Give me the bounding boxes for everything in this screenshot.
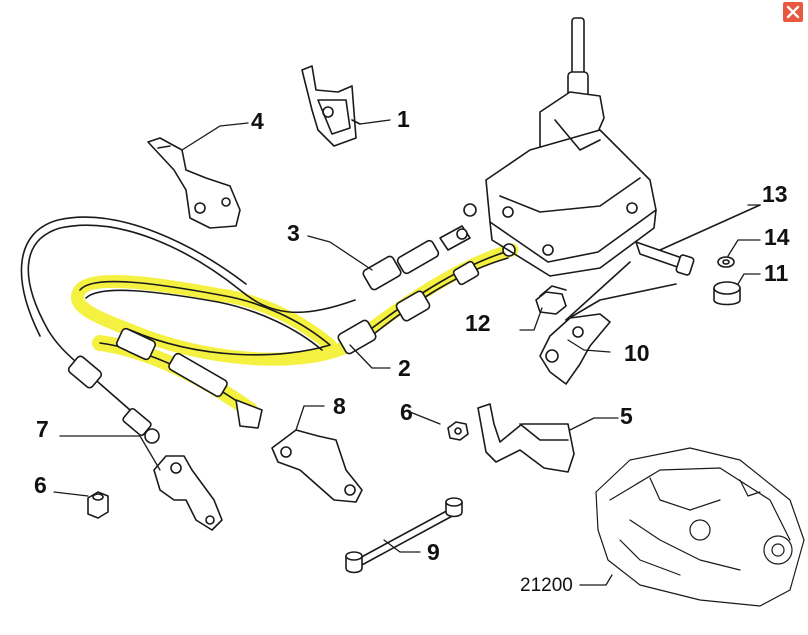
part-7-bracket bbox=[153, 455, 223, 531]
part-9-link-rod bbox=[345, 497, 463, 574]
part-8-plate bbox=[271, 429, 363, 503]
callout-14: 14 bbox=[764, 224, 790, 250]
part-12-clip bbox=[535, 285, 567, 315]
gear-shifter-assembly bbox=[463, 17, 657, 277]
callout-5: 5 bbox=[620, 403, 633, 429]
part-11-bushing bbox=[713, 281, 741, 306]
part-2-cable bbox=[79, 243, 516, 429]
callout-9: 9 bbox=[427, 539, 440, 565]
callout-6a: 6 bbox=[400, 399, 413, 425]
callout-3: 3 bbox=[287, 220, 300, 246]
close-icon bbox=[786, 5, 800, 19]
part-6-nut-a bbox=[447, 421, 469, 441]
part-14-washer bbox=[717, 256, 735, 268]
close-button[interactable] bbox=[783, 2, 803, 22]
callout-21200: 21200 bbox=[520, 575, 573, 596]
part-1-bracket bbox=[301, 65, 361, 147]
callout-1: 1 bbox=[397, 106, 410, 132]
callout-12: 12 bbox=[465, 310, 491, 336]
callout-7: 7 bbox=[36, 416, 49, 442]
callout-10: 10 bbox=[624, 340, 650, 366]
callout-2: 2 bbox=[398, 355, 411, 381]
callout-13: 13 bbox=[762, 181, 788, 207]
part-6-nut-b bbox=[87, 491, 109, 519]
part-10-lever bbox=[539, 261, 677, 385]
part-13-pin bbox=[635, 204, 761, 276]
callout-8: 8 bbox=[333, 393, 346, 419]
callout-6b: 6 bbox=[34, 472, 47, 498]
part-5-bracket bbox=[477, 403, 575, 473]
transmission-housing bbox=[595, 447, 805, 607]
leader-lines bbox=[53, 119, 761, 586]
callout-11: 11 bbox=[764, 260, 789, 286]
callout-4: 4 bbox=[251, 108, 264, 134]
part-4-bracket bbox=[147, 137, 241, 229]
part-3-cable bbox=[20, 216, 471, 444]
